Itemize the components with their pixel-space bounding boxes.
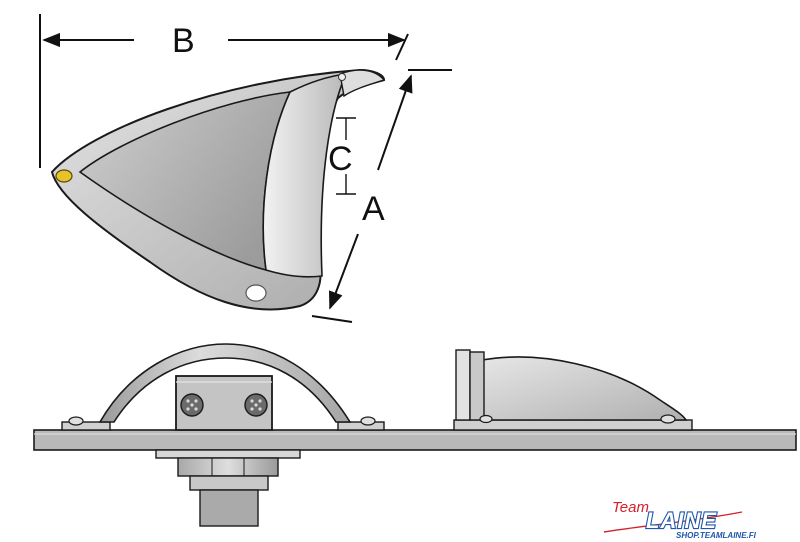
left-grille-dot [186, 407, 190, 411]
bolt-lock-ring [189, 475, 269, 491]
dimension-c: C [328, 117, 356, 195]
dome-arch [98, 343, 352, 423]
bolt-washer [155, 449, 301, 459]
right-grille-dot [258, 399, 262, 403]
left-grille [180, 393, 204, 417]
bolt-nut [177, 457, 279, 477]
screw-hole-white [245, 284, 267, 302]
dim-a-bottom-ext [311, 315, 353, 323]
left-grille-dot [190, 403, 194, 407]
rivet-small [338, 73, 346, 81]
label-b: B [172, 22, 195, 60]
dome-left-screw [68, 416, 84, 426]
label-a: A [362, 190, 385, 228]
right-grille-dot [254, 403, 258, 407]
deck-board [33, 429, 797, 451]
watermark-script: Team [612, 499, 649, 516]
side-rear-screw [660, 414, 676, 424]
side-front-frame [469, 351, 485, 421]
side-hood-body [481, 356, 688, 421]
brand-watermark: Team LAINE SHOP.TEAMLAINE.FI [603, 499, 757, 540]
dome-right-screw [360, 416, 376, 426]
dimension-b: B [39, 14, 409, 168]
bolt-shaft [199, 489, 259, 527]
dome-left-flange [61, 421, 111, 431]
hood-lip [339, 69, 386, 98]
side-front-face [455, 349, 471, 421]
watermark-brand-name: LAINE [646, 508, 717, 533]
left-grille-dot [186, 399, 190, 403]
front-view-dome-vent [61, 343, 385, 527]
right-grille [244, 393, 268, 417]
left-grille-dot [194, 399, 198, 403]
left-grille-dot [194, 407, 198, 411]
right-grille-dot [250, 399, 254, 403]
side-front-screw [479, 414, 493, 424]
side-view-clam-vent [453, 349, 693, 431]
dim-b-right-ext [395, 33, 409, 61]
deck-board-body [33, 429, 797, 451]
dim-a-arrow-bottom [328, 233, 359, 310]
right-grille-dot [258, 407, 262, 411]
watermark-swoosh [603, 511, 743, 533]
dome-right-flange [337, 421, 385, 431]
dim-a-arrow-top [377, 74, 413, 171]
dimension-a: A [311, 69, 452, 323]
screw-hole-yellow [55, 169, 73, 183]
label-c: C [328, 140, 353, 178]
right-grille-dot [250, 407, 254, 411]
watermark-url: SHOP.TEAMLAINE.FI [676, 531, 757, 540]
top-view-clam-vent [50, 68, 386, 311]
